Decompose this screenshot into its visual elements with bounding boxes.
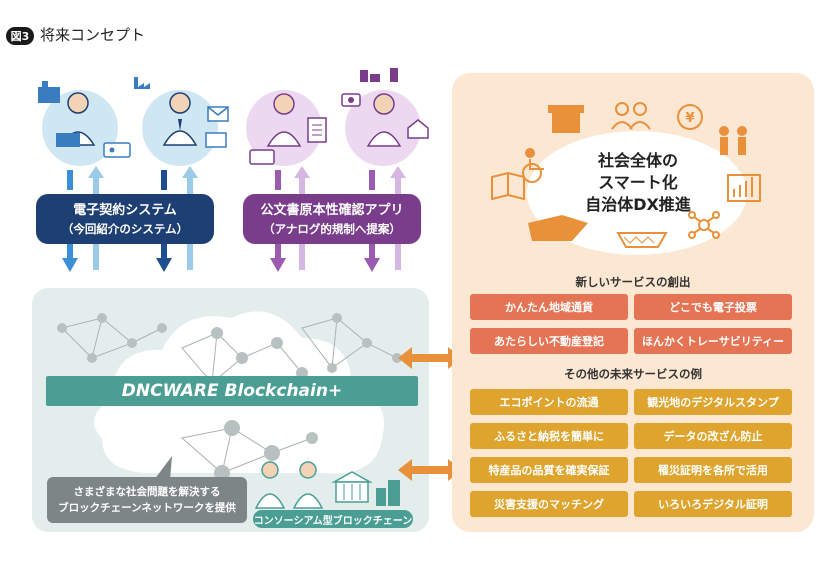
other-service-item: エコポイントの流通: [470, 389, 628, 415]
blockchain-bar: DNCWARE Blockchain+: [46, 376, 418, 406]
document-system-box: 公文書原本性確認アプリ （アナログ的規制へ提案）: [243, 194, 421, 244]
other-service-item: データの改ざん防止: [634, 423, 792, 449]
contract-illustrations: [38, 77, 229, 158]
contract-system-box: 電子契約システム （今回紹介のシステム）: [36, 194, 214, 244]
other-service-item: 観光地のデジタルスタンプ: [634, 389, 792, 415]
folder-icon: [205, 132, 227, 148]
goal-line-3: 自治体DX推進: [585, 195, 691, 214]
connection-arrows: [62, 166, 406, 272]
field-icon: [528, 215, 588, 241]
contract-system-subtitle: （今回紹介のシステム）: [61, 222, 189, 236]
factory-icon: [134, 77, 150, 89]
new-service-item: ほんかくトレーサビリティー: [634, 328, 792, 354]
bubble-line-2: ブロックチェーンネットワークを提供: [58, 502, 236, 514]
other-service-item: ふるさと納税を簡単に: [470, 423, 628, 449]
wheelchair-icon: [522, 148, 544, 183]
other-service-item: 災害支援のマッチング: [470, 491, 628, 517]
document-system-subtitle: （アナログ的規制へ提案）: [263, 222, 401, 236]
yen-icon: ¥: [677, 104, 703, 130]
svg-text:¥: ¥: [685, 111, 694, 126]
person-laptop-icon: [56, 92, 96, 147]
mountain-icon: [616, 232, 668, 248]
id-card-icon: [249, 149, 275, 165]
shop-icon: [548, 105, 584, 133]
other-services-heading: その他の未来サービスの例: [564, 367, 702, 381]
document-system-title: 公文書原本性確認アプリ: [260, 203, 404, 218]
consortium-people-icon: [254, 461, 324, 509]
bubble-line-1: さまざまな社会問題を解決する: [73, 486, 221, 498]
goal-line-2: スマート化: [598, 173, 678, 192]
document-illustrations: [249, 68, 429, 165]
consortium-label: コンソーシアム型ブロックチェーン: [253, 510, 413, 528]
government-building-icon: [331, 471, 373, 503]
goal-cloud: ¥: [491, 102, 761, 255]
figure-title: 将来コンセプト: [40, 26, 146, 44]
consortium-illustration: [254, 461, 400, 509]
link-arrows: [398, 347, 462, 481]
new-services-heading: 新しいサービスの創出: [575, 275, 691, 289]
document-icon: [307, 117, 327, 143]
contract-system-title: 電子契約システム: [73, 203, 177, 218]
other-service-item: いろいろデジタル証明: [634, 491, 792, 517]
building-icon: [38, 81, 60, 103]
woman-phone-icon: [366, 93, 402, 147]
network-icon: [688, 211, 720, 239]
chart-icon: [727, 174, 761, 202]
other-service-item: 罹災証明を各所で活用: [634, 457, 792, 483]
new-service-item: かんたん地域通貨: [470, 294, 628, 320]
businessman-icon: [162, 92, 198, 146]
figure-badge: 図3: [6, 27, 34, 45]
goal-line-1: 社会全体の: [597, 151, 678, 170]
network-description-bubble: さまざまな社会問題を解決する ブロックチェーンネットワークを提供: [47, 477, 247, 523]
camera-icon: [341, 93, 361, 107]
hands-icon: [719, 126, 747, 155]
city-icon: [376, 480, 400, 506]
new-service-item: どこでも電子投票: [634, 294, 792, 320]
other-service-item: 特産品の品質を確実保証: [470, 457, 628, 483]
house-icon: [407, 119, 429, 139]
goal-text: 社会全体の スマート化 自治体DX推進: [558, 150, 718, 216]
mail-icon: [207, 106, 229, 122]
people-icon: [611, 102, 651, 130]
new-service-item: あたらしい不動産登記: [470, 328, 628, 354]
book-icon: [491, 171, 525, 201]
bubble-tail: [154, 456, 172, 480]
woman-ok-icon: [266, 93, 302, 147]
key-card-icon: [103, 142, 131, 158]
